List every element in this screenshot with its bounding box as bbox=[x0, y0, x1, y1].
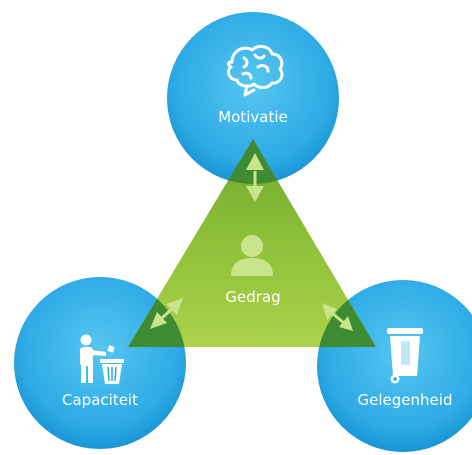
gedrag-label: Gedrag bbox=[225, 288, 280, 306]
motivatie-label: Motivatie bbox=[218, 108, 288, 126]
person-icon bbox=[231, 235, 273, 276]
arrow-gelegenheid-gedrag bbox=[322, 303, 353, 331]
person-throwing-trash-icon bbox=[80, 334, 124, 384]
wheelie-bin-icon bbox=[387, 328, 423, 384]
brain-icon bbox=[227, 45, 284, 97]
arrow-capaciteit-gedrag bbox=[150, 298, 183, 329]
arrow-motivatie-gedrag bbox=[246, 153, 264, 202]
motivatie-circle bbox=[167, 12, 339, 184]
overlap-right bbox=[317, 280, 376, 347]
capaciteit-label: Capaciteit bbox=[62, 391, 138, 409]
gelegenheid-label: Gelegenheid bbox=[358, 391, 453, 409]
